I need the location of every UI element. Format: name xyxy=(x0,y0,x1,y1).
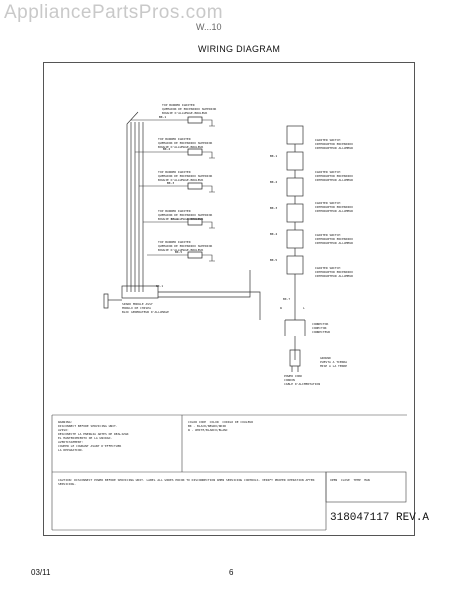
model-text: W...10 xyxy=(196,22,222,32)
burner-wire-label-4: BK-4 xyxy=(171,217,178,221)
burner-wire-label-1: BK-1 xyxy=(159,115,166,119)
burner-wire-label-2: BK-2 xyxy=(163,147,170,151)
switch-wire-label-4: BK-4 xyxy=(270,232,277,236)
ground-symbol-2 xyxy=(202,151,215,159)
igniter-symbol-1 xyxy=(187,116,203,124)
power-cord-label: POWER CORD CORDON CABLE D'ALIMENTATION xyxy=(284,374,321,386)
burner-label-3: TOP BURNER IGNITER QUEMADOR DE ENCENDIDO… xyxy=(158,170,213,182)
spark-module-wire: BK-1 xyxy=(156,284,164,288)
switch-wire-label-3: BK-3 xyxy=(270,206,277,210)
connector-w: W xyxy=(280,306,282,310)
switch-label-1: IGNITER SWITCH INTERRUPTOR ENCENDIDO INT… xyxy=(315,138,353,150)
ground-symbol-4 xyxy=(202,221,215,229)
burner-label-5: TOP BURNER IGNITER QUEMADOR DE ENCENDIDO… xyxy=(158,240,213,252)
burner-label-2: TOP BURNER IGNITER QUEMADOR DE ENCENDIDO… xyxy=(158,137,213,149)
switch-wire-label-1: BK-1 xyxy=(270,154,277,158)
connector-label: CONNECTOR CONECTOR CONNECTEUR xyxy=(312,322,331,334)
color-code-block: COLOR CODE COLOR CODIGO DE COULEUR BK - … xyxy=(188,420,254,432)
switch-wire-label-5: BK-5 xyxy=(270,258,277,262)
switch-label-4: IGNITER SWITCH INTERRUPTOR ENCENDIDO INT… xyxy=(315,233,353,245)
burner-label-4: TOP BURNER IGNITER QUEMADOR DE ENCENDIDO… xyxy=(158,209,213,221)
page-title: WIRING DIAGRAM xyxy=(198,44,281,54)
ground-symbol-5 xyxy=(202,254,215,262)
caution-block: CAUTION: DISCONNECT POWER BEFORE SERVICI… xyxy=(58,478,315,486)
switch-label-2: IGNITER SWITCH INTERRUPTOR ENCENDIDO INT… xyxy=(315,170,353,182)
connector-bk: BK-7 xyxy=(283,297,291,301)
spark-module-label: SPARK MODULE ASSY MODULO DE CHISPA BLOC … xyxy=(122,302,169,314)
igniter-symbol-3 xyxy=(187,182,203,190)
connector-l: L xyxy=(303,306,305,310)
footer-page: 6 xyxy=(229,568,234,577)
watermark-text: AppliancePartsPros.com xyxy=(4,2,224,23)
switch-wire-label-2: BK-2 xyxy=(270,180,277,184)
switch-table-header: OPEN CLOSE TEMP MAN xyxy=(330,478,370,482)
burner-label-1: TOP BURNER IGNITER QUEMADOR DE ENCENDIDO… xyxy=(162,103,217,115)
part-number: 318047117 REV.A xyxy=(330,512,430,524)
ground-label: GROUND PUESTA A TIERRA MISE A LA TERRE xyxy=(320,356,348,368)
ground-symbol-1 xyxy=(202,119,215,127)
igniter-symbol-2 xyxy=(187,148,203,156)
switch-label-3: IGNITER SWITCH INTERRUPTOR ENCENDIDO INT… xyxy=(315,201,353,213)
footer-date: 03/11 xyxy=(31,568,51,577)
burner-wire-label-3: BK-3 xyxy=(167,181,174,185)
ground-symbol-3 xyxy=(202,185,215,193)
diagram-frame xyxy=(43,62,415,536)
switch-label-5: IGNITER SWITCH INTERRUPTOR ENCENDIDO INT… xyxy=(315,266,353,278)
warning-block: WARNING: DISCONNECT BEFORE SERVICING UNI… xyxy=(58,420,129,452)
burner-wire-label-5: BK-5 xyxy=(175,250,182,254)
igniter-symbol-5 xyxy=(187,251,203,259)
